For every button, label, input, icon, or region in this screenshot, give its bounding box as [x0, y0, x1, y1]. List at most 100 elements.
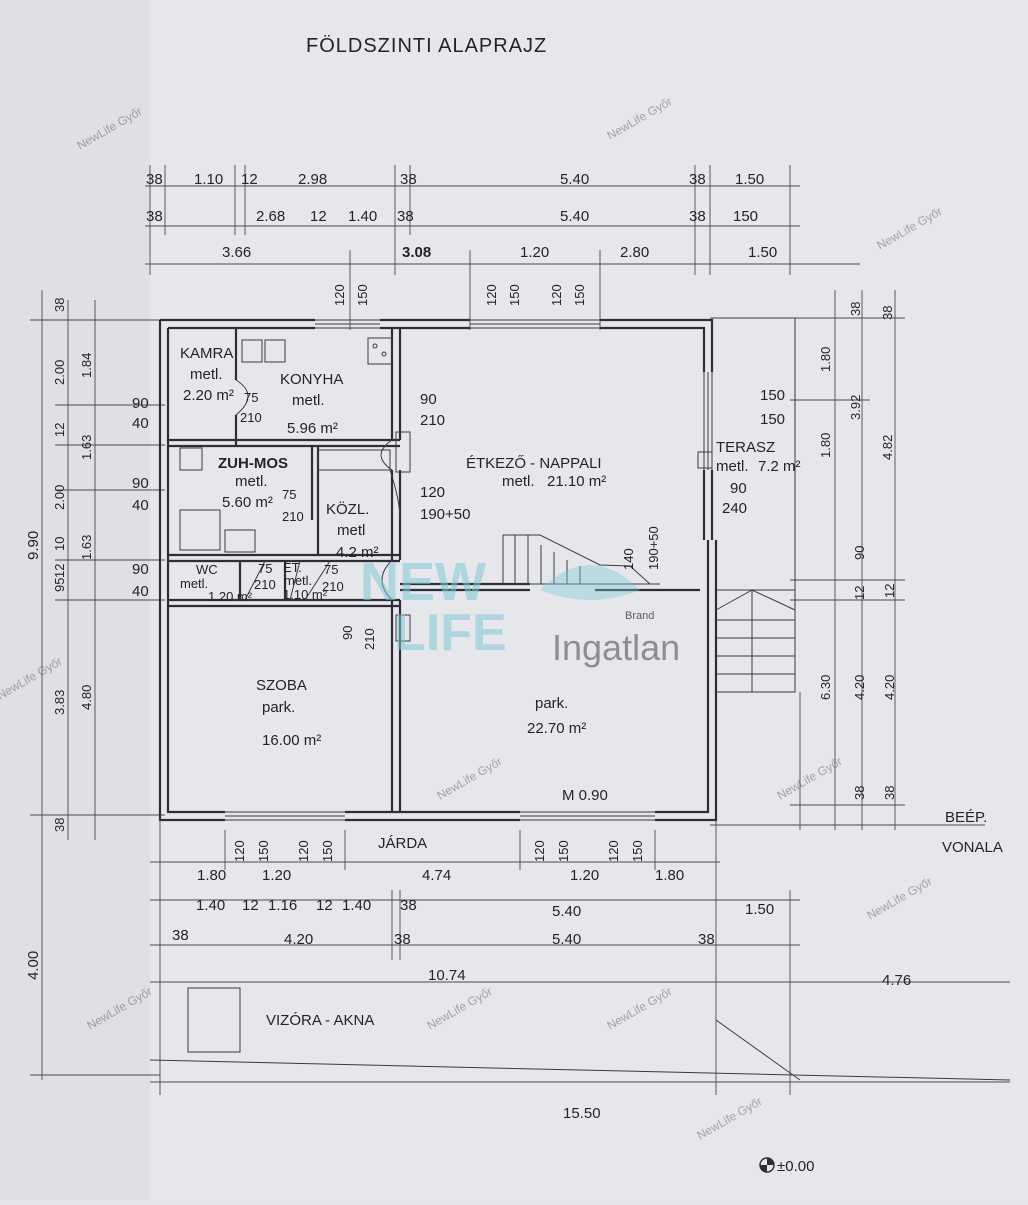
dim-left1-5: 12 — [52, 564, 67, 578]
newlife-watermark: NEW LIFE Brand Ingatlan — [360, 552, 680, 668]
et-door-w: 75 — [324, 562, 338, 577]
dim-bottom2-7: 1.50 — [745, 901, 774, 918]
dim-far-left: 4.00 — [25, 951, 42, 980]
dim-bottom3-0: 38 — [172, 927, 189, 944]
room-kozl-name: KÖZL. — [326, 500, 369, 518]
room-zuhmos-area: 5.60 m² — [222, 494, 273, 511]
water-meter-pit: VIZÓRA - AKNA — [187, 987, 374, 1053]
et-door-h: 210 — [322, 579, 344, 594]
dim-right2-0: 38 — [880, 306, 895, 320]
room-et-floor: metl. — [284, 573, 312, 588]
dim-bottom1-4: 1.80 — [655, 867, 684, 884]
nappali-door-h: 190+50 — [420, 506, 470, 523]
room-terasz: TERASZ metl. 7.2 m² — [716, 439, 801, 475]
dim-top1-2: 12 — [241, 171, 258, 188]
door-left1-a: 90 — [132, 395, 149, 412]
room-terasz-area: 7.2 m² — [758, 458, 801, 475]
dim-top2-3: 1.40 — [348, 208, 377, 225]
dim-top-opening-3: 150 — [507, 284, 522, 306]
room-kozl-floor: metl — [337, 522, 365, 539]
wc-door-h: 210 — [254, 577, 276, 592]
dim-bottom2-2: 1.16 — [268, 897, 297, 914]
terasz-door-b: 150 — [760, 411, 785, 428]
dim-top3-0: 3.66 — [222, 244, 251, 261]
dim-bottom-opening-2: 120 — [296, 840, 311, 862]
dim-left1-6: 95 — [52, 578, 67, 592]
level-mark: ±0.00 — [759, 1157, 814, 1175]
fixtures — [179, 337, 713, 642]
meter-fixture — [395, 614, 411, 642]
stove-fixture — [241, 339, 263, 363]
szoba-door-w: 90 — [340, 626, 355, 640]
room-nappali-floor: metl. — [502, 473, 535, 490]
watermark-house-icon — [540, 565, 640, 600]
dim-right3-1: 6.30 — [818, 675, 833, 700]
dim-bottom3-1: 4.20 — [284, 931, 313, 948]
terasz-door2-b: 240 — [722, 500, 747, 517]
dim-top-opening-1: 150 — [355, 284, 370, 306]
vizora-label: VIZÓRA - AKNA — [266, 1012, 374, 1029]
room-etkezo-nappali: ÉTKEZŐ - NAPPALI metl. 21.10 m² — [466, 455, 606, 490]
dim-bottom-opening-1: 150 — [256, 840, 271, 862]
konyha-door-w: 90 — [420, 391, 437, 408]
dim-bottom2-1: 12 — [242, 897, 259, 914]
bathtub-fixture — [179, 509, 221, 551]
dim-right3-0: 4.82 — [880, 435, 895, 460]
dim-top-opening-5: 150 — [572, 284, 587, 306]
room-wc-name: WC — [196, 562, 218, 577]
dim-bottom4-0: 10.74 — [428, 967, 466, 984]
dim-left1-0: 38 — [52, 298, 67, 312]
dim-bottom-opening-5: 150 — [556, 840, 571, 862]
room-konyha-floor: metl. — [292, 392, 325, 409]
dim-right1-6: 38 — [852, 786, 867, 800]
room-zuhmos-name: ZUH-MOS — [218, 455, 288, 472]
dim-left1-7: 3.83 — [52, 690, 67, 715]
jarda-label: JÁRDA — [378, 835, 427, 852]
sink-fixture — [367, 337, 393, 365]
dim-right1-5: 4.20 — [852, 675, 867, 700]
dim-top1-1: 1.10 — [194, 171, 223, 188]
dim-top3-4: 1.50 — [748, 244, 777, 261]
room-wc: WC metl. 1.20 m² — [180, 562, 253, 604]
dim-left1-2: 12 — [52, 423, 67, 437]
walls — [158, 317, 796, 822]
dim-bottom-opening-4: 120 — [532, 840, 547, 862]
dim-bottom1-3: 1.20 — [570, 867, 599, 884]
dim-bottom2-6: 5.40 — [552, 903, 581, 920]
dim-top3-1: 3.08 — [402, 244, 431, 261]
dim-top1-5: 5.40 — [560, 171, 589, 188]
szoba-door-h: 210 — [362, 628, 377, 650]
door-swings — [235, 379, 401, 601]
stair-dim-a: 140 — [621, 548, 636, 570]
room-szoba-area: 16.00 m² — [262, 732, 321, 749]
dim-bottom-opening-3: 150 — [320, 840, 335, 862]
room-zuhmos-floor: metl. — [235, 473, 268, 490]
room-kozl-area: 4.2 m² — [336, 544, 379, 561]
level-label: ±0.00 — [777, 1158, 814, 1175]
dim-bottom3-3: 5.40 — [552, 931, 581, 948]
kamra-door-w: 75 — [244, 390, 258, 405]
dim-top2-7: 150 — [733, 208, 758, 225]
room-konyha-name: KONYHA — [280, 371, 343, 388]
dim-bottom2-4: 1.40 — [342, 897, 371, 914]
room-wc-floor: metl. — [180, 576, 208, 591]
dim-left1-4: 10 — [52, 537, 67, 551]
dim-top2-0: 38 — [146, 208, 163, 225]
watermark-life: LIFE — [394, 604, 507, 662]
watermark-new: NEW — [360, 552, 486, 612]
room-et-name: ÉT. — [283, 560, 302, 575]
terasz-door-a: 150 — [760, 387, 785, 404]
room-et-area: 1.10 m² — [283, 587, 328, 602]
dim-top1-7: 1.50 — [735, 171, 764, 188]
dim-top2-1: 2.68 — [256, 208, 285, 225]
fridge-fixture — [264, 339, 286, 363]
terasz-door2-a: 90 — [730, 480, 747, 497]
dim-bottom1-2: 4.74 — [422, 867, 451, 884]
dim-bottom-opening-0: 120 — [232, 840, 247, 862]
room-lower-floor: park. — [535, 695, 568, 712]
vonala-label: VONALA — [942, 839, 1003, 856]
door-left2-a: 90 — [132, 475, 149, 492]
dim-bottom3-2: 38 — [394, 931, 411, 948]
